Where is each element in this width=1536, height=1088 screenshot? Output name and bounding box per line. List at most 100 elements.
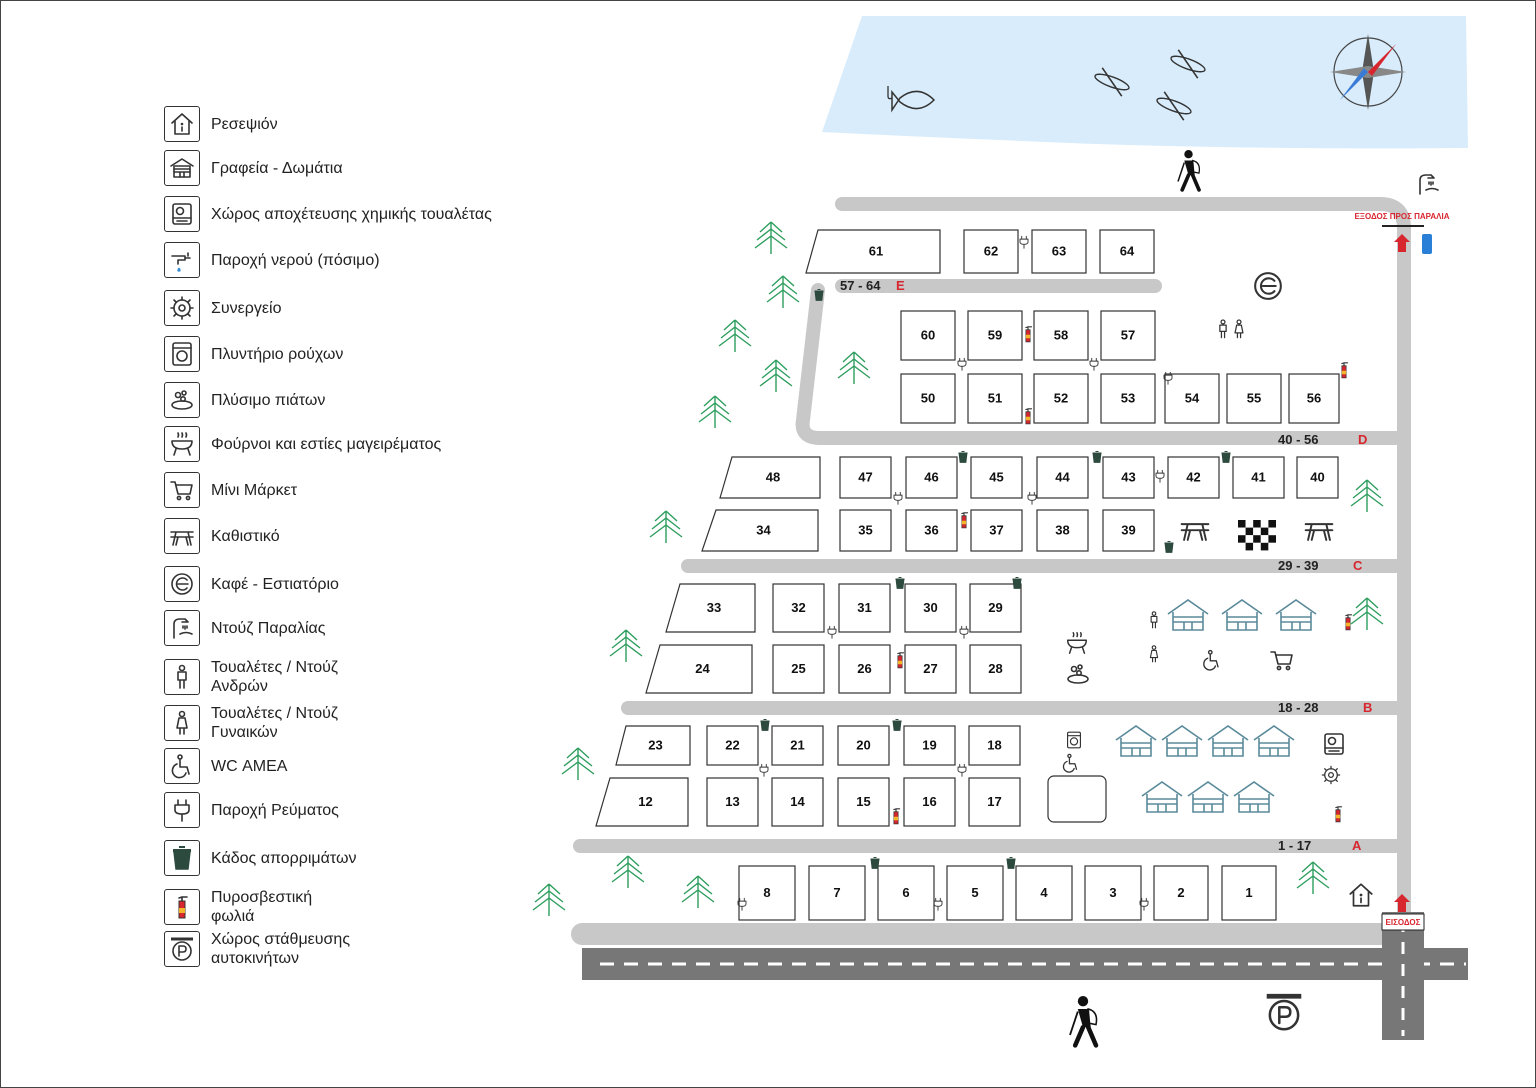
plot-27 bbox=[904, 644, 957, 694]
plot-label: 37 bbox=[989, 523, 1003, 538]
plot-label: 52 bbox=[1054, 391, 1068, 406]
tree-icon bbox=[754, 221, 788, 254]
power-plug-icon bbox=[1027, 491, 1037, 505]
plot-label: 31 bbox=[857, 600, 871, 615]
plot-label: 36 bbox=[924, 523, 938, 538]
picnic-table-icon bbox=[1180, 523, 1210, 541]
fire-extinguisher-icon bbox=[1025, 408, 1033, 425]
plot-15 bbox=[837, 777, 890, 827]
plot-6 bbox=[877, 865, 935, 921]
plot-label: 8 bbox=[763, 885, 770, 900]
road-d bbox=[795, 283, 1411, 445]
legend-item: Πυροσβεστική φωλιά bbox=[164, 888, 312, 926]
plot-5 bbox=[946, 865, 1004, 921]
plot-label: 34 bbox=[756, 523, 771, 538]
kayak-icon bbox=[1170, 49, 1206, 79]
chess-square bbox=[1260, 527, 1269, 536]
male-toilet-icon bbox=[1219, 319, 1227, 339]
washing-machine-icon bbox=[164, 336, 200, 372]
exit-arrow-icon bbox=[1394, 234, 1410, 252]
plot-label: 53 bbox=[1121, 391, 1135, 406]
entrance-arrow-icon bbox=[1394, 894, 1410, 912]
legend-item: Πλύσιμο πιάτων bbox=[164, 382, 325, 418]
legend-label: Καθιστικό bbox=[211, 527, 280, 545]
tree-icon bbox=[1350, 597, 1384, 630]
legend-label: Κάδος απορριμάτων bbox=[211, 849, 357, 867]
power-plug-icon bbox=[893, 491, 903, 505]
plot-label: 4 bbox=[1040, 885, 1048, 900]
legend-label: Παροχή Ρεύματος bbox=[211, 801, 339, 819]
legend-item: Καθιστικό bbox=[164, 518, 280, 554]
plot-label: 3 bbox=[1109, 885, 1116, 900]
cabin-icon bbox=[1115, 725, 1157, 757]
tree-icon bbox=[532, 883, 566, 916]
plot-4 bbox=[1015, 865, 1073, 921]
dishwashing-icon bbox=[164, 382, 200, 418]
cabin-icon bbox=[1253, 725, 1295, 757]
plot-45 bbox=[970, 456, 1023, 499]
plot-18 bbox=[968, 725, 1021, 766]
fire-extinguisher-icon bbox=[1025, 326, 1033, 343]
plot-label: 57 bbox=[1121, 328, 1135, 343]
highway bbox=[582, 948, 1468, 980]
legend-item: Συνεργείο bbox=[164, 290, 281, 326]
kayak-icon bbox=[1156, 91, 1192, 121]
tree-icon bbox=[611, 855, 645, 888]
plot-label: 18 bbox=[987, 738, 1001, 753]
male-toilet-icon bbox=[1150, 611, 1158, 629]
recycle-bin-icon bbox=[1422, 234, 1432, 254]
cabin-icon bbox=[1161, 725, 1203, 757]
picnic-table-icon bbox=[1304, 523, 1334, 541]
legend-label: Φούρνοι και εστίες μαγειρέματος bbox=[211, 435, 442, 453]
plot-46 bbox=[905, 456, 958, 499]
legend-label: Καφέ - Εστιατόριο bbox=[211, 575, 339, 593]
shopping-cart-icon bbox=[164, 472, 200, 508]
tree-icon bbox=[649, 510, 683, 543]
chess-square bbox=[1238, 542, 1246, 551]
chemical-toilet-disposal-icon bbox=[1324, 733, 1344, 755]
plot-56 bbox=[1288, 373, 1340, 424]
plot-51 bbox=[967, 373, 1023, 424]
chess-square bbox=[1238, 520, 1246, 528]
plot-35 bbox=[839, 509, 892, 552]
plot-62 bbox=[963, 229, 1019, 274]
legend-item: Τουαλέτες / Ντούζ Γυναικών bbox=[164, 704, 338, 742]
tree-icon bbox=[681, 875, 715, 908]
power-plug-icon bbox=[759, 763, 769, 777]
reception-icon bbox=[164, 106, 200, 142]
legend-label: Χώρος αποχέτευσης χημικής τουαλέτας bbox=[211, 205, 492, 223]
cabin-icon bbox=[1167, 599, 1209, 631]
plot-label: 23 bbox=[648, 738, 662, 753]
plot-21 bbox=[771, 725, 824, 766]
power-plug-icon bbox=[1155, 469, 1165, 483]
plot-32 bbox=[772, 583, 825, 633]
plot-label: 64 bbox=[1120, 244, 1135, 259]
plot-55 bbox=[1226, 373, 1282, 424]
cabin-icon bbox=[1187, 781, 1229, 813]
parking-icon bbox=[164, 931, 200, 967]
trash-bin-icon bbox=[814, 289, 824, 301]
plot-7 bbox=[808, 865, 866, 921]
plot-label: 21 bbox=[790, 738, 804, 753]
plot-label: 38 bbox=[1055, 523, 1069, 538]
plot-label: 16 bbox=[922, 794, 936, 809]
legend-label: Πλύσιμο πιάτων bbox=[211, 391, 326, 409]
female-toilet-icon bbox=[164, 705, 200, 741]
legend-item: Ντούζ Παραλίας bbox=[164, 610, 325, 646]
legend-label: Πυροσβεστική φωλιά bbox=[211, 889, 313, 925]
plot-label: 42 bbox=[1186, 470, 1200, 485]
bbq-grill-icon bbox=[164, 426, 200, 462]
drinking-water-tap-icon bbox=[164, 242, 200, 278]
plot-58 bbox=[1033, 310, 1089, 361]
workshop-gear-icon bbox=[164, 290, 200, 326]
power-plug-icon bbox=[164, 792, 200, 828]
plot-label: 62 bbox=[984, 244, 998, 259]
dishwashing-icon bbox=[1067, 664, 1089, 684]
plot-60 bbox=[900, 310, 956, 361]
power-plug-icon bbox=[1139, 897, 1149, 911]
plot-label: 30 bbox=[923, 600, 937, 615]
power-plug-icon bbox=[827, 625, 837, 639]
trash-bin-icon bbox=[1092, 451, 1102, 463]
plot-42 bbox=[1167, 456, 1220, 499]
beach-exit-sign: ΕΞΟΔΟΣ ΠΡΟΣ ΠΑΡΑΛΙΑ bbox=[1354, 212, 1449, 221]
